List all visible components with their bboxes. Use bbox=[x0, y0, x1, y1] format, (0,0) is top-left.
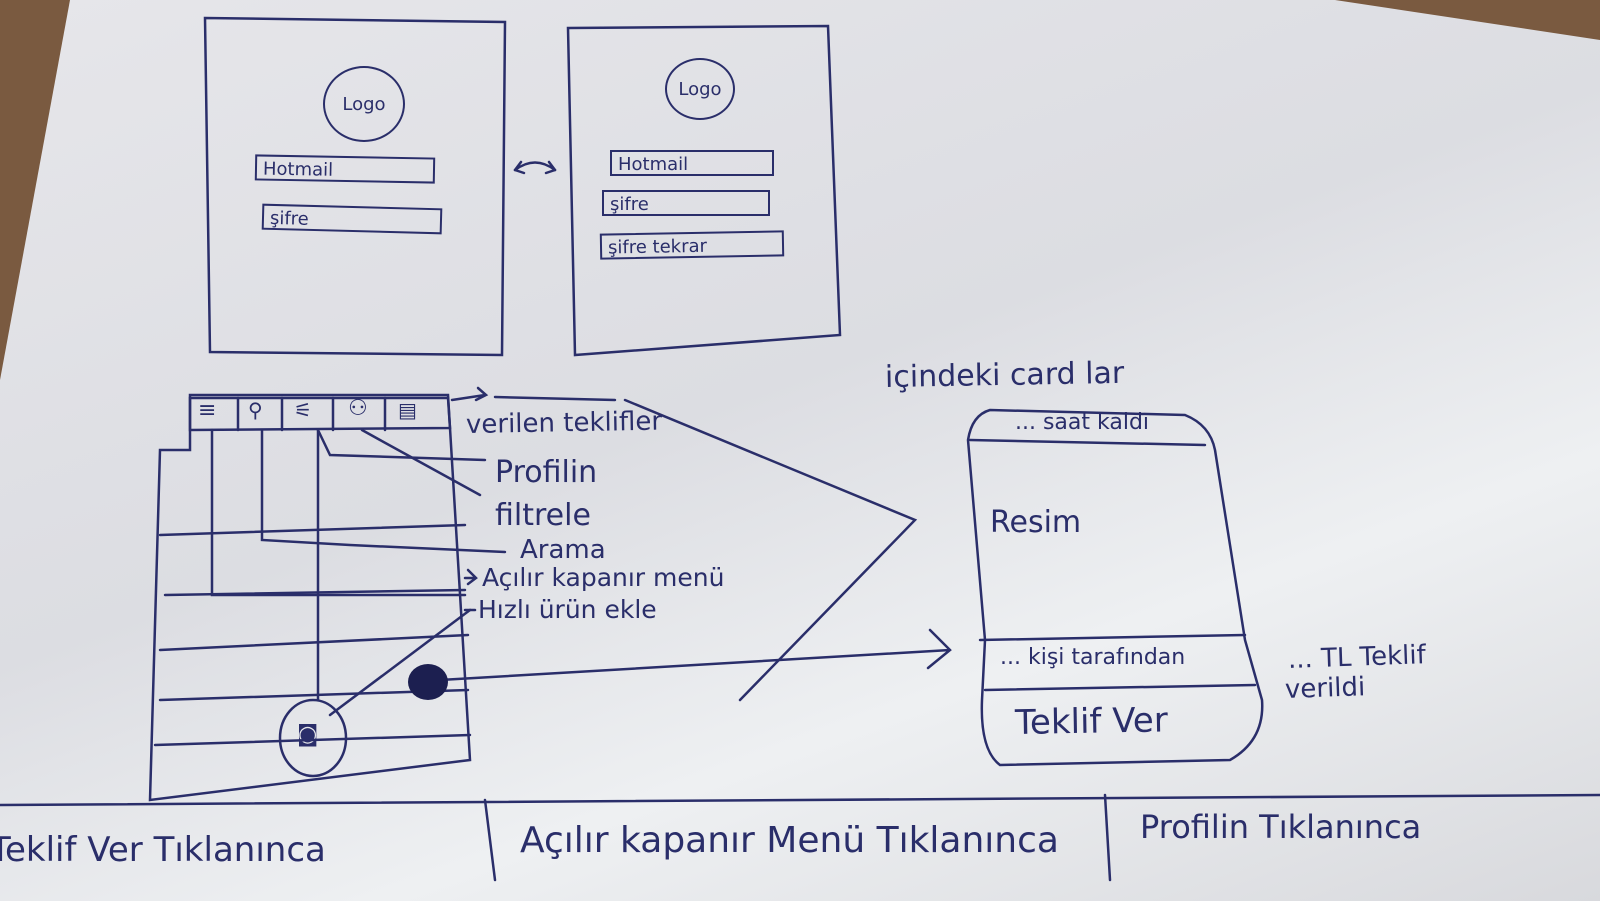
offer-button[interactable]: Teklif Ver bbox=[1014, 700, 1169, 743]
camera-icon[interactable]: ◙ bbox=[297, 722, 319, 747]
card-bidders: ... kişi tarafından bbox=[1000, 645, 1186, 670]
offers-icon[interactable]: ▤ bbox=[398, 398, 417, 422]
login-logo: Logo bbox=[323, 66, 405, 142]
annotation-profile: Profilin bbox=[495, 455, 598, 490]
filter-icon[interactable]: ⚟ bbox=[294, 398, 312, 422]
annotation-offers: verilen teklifler bbox=[465, 406, 663, 440]
card-side-note-amount: ... TL Teklif bbox=[1287, 640, 1427, 675]
register-logo: Logo bbox=[665, 58, 735, 120]
tab-profile-clicked[interactable]: Profilin Tıklanınca bbox=[1140, 808, 1422, 846]
card-side-note-given: verildi bbox=[1284, 672, 1366, 705]
register-email-field[interactable]: Hotmail bbox=[610, 150, 774, 176]
register-password-confirm-field[interactable]: şifre tekrar bbox=[599, 230, 785, 260]
annotation-search: Arama bbox=[520, 535, 606, 565]
search-icon[interactable]: ⚲ bbox=[248, 398, 263, 422]
profile-icon[interactable]: ⚇ bbox=[348, 396, 368, 421]
card-time-left: ... saat kaldı bbox=[1015, 410, 1150, 435]
card-section-title: içindeki card lar bbox=[884, 355, 1125, 395]
annotation-filter: filtrele bbox=[495, 498, 591, 533]
annotation-menu: Açılır kapanır menü bbox=[482, 563, 725, 592]
login-email-field[interactable]: Hotmail bbox=[254, 154, 436, 184]
register-password-field[interactable]: şifre bbox=[602, 190, 770, 216]
annotation-quick-add: Hızlı ürün ekle bbox=[478, 595, 657, 624]
login-password-field[interactable]: şifre bbox=[261, 203, 443, 235]
tab-menu-clicked[interactable]: Açılır kapanır Menü Tıklanınca bbox=[520, 820, 1059, 861]
tab-offer-clicked[interactable]: Teklif Ver Tıklanınca bbox=[0, 830, 326, 870]
menu-icon[interactable]: ≡ bbox=[198, 398, 217, 423]
card-image-placeholder: Resim bbox=[990, 505, 1082, 540]
